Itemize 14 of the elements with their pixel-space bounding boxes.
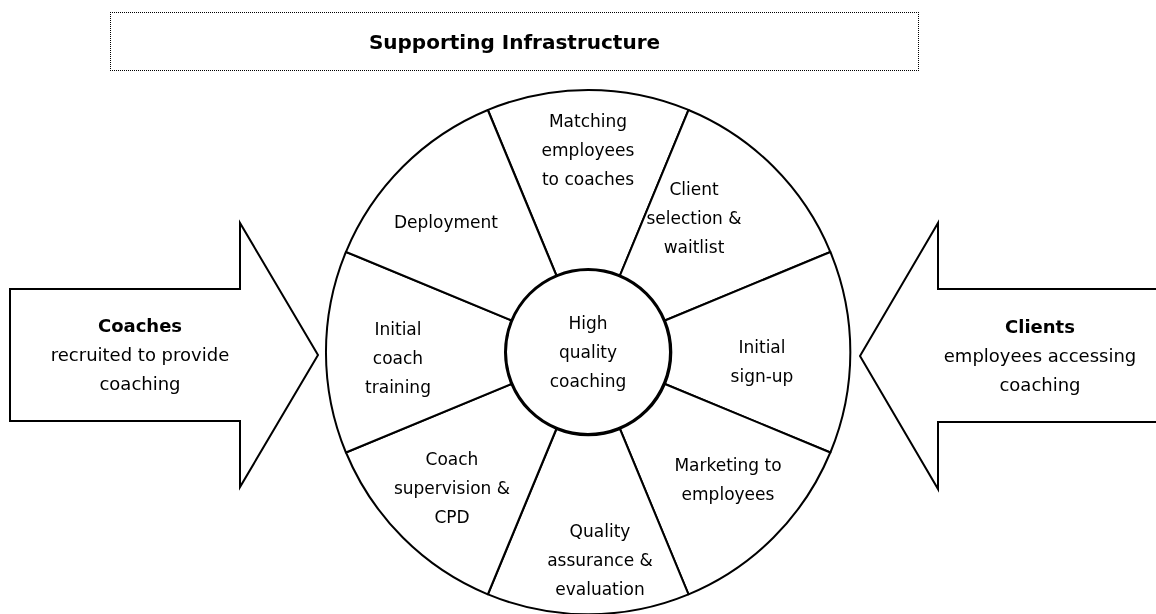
arrow-text: recruited to provide coaching (49, 343, 231, 396)
arrow-text: employees accessing coaching (942, 344, 1138, 397)
segment-label: Client selection & waitlist (646, 177, 742, 259)
center-label: High quality coaching (548, 311, 628, 393)
segment-label: Marketing to employees (673, 454, 783, 506)
arrow-title: Clients (1004, 315, 1076, 339)
arrow-title: Coaches (96, 314, 184, 338)
segment-label: Deployment (393, 210, 499, 234)
segment-label: Initial coach training (364, 317, 432, 399)
segment-label: Quality assurance & evaluation (546, 519, 654, 601)
banner-box: Supporting Infrastructure (110, 12, 919, 71)
segment-label: Initial sign-up (729, 336, 795, 388)
segment-label: Coach supervision & CPD (392, 447, 511, 529)
segment-label: Matching employees to coaches (540, 109, 636, 191)
